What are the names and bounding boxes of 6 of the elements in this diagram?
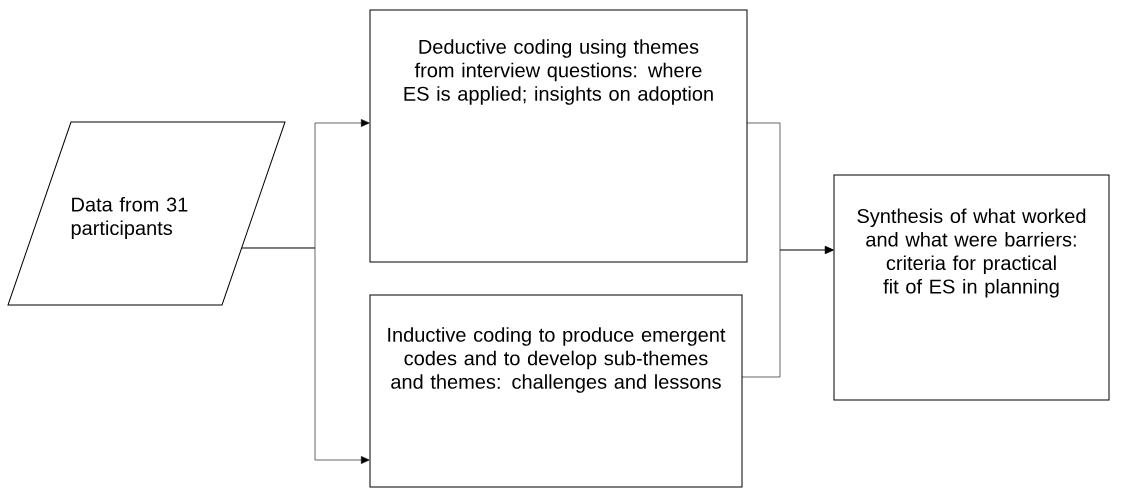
arrow — [741, 246, 834, 378]
data-parallelogram: Data from 31 participants — [7, 121, 286, 306]
process-box: Deductive coding using themes from interview questions: where ES is applied; insights on adoption — [369, 9, 748, 263]
process-box: Inductive coding to produce emergent codes and to develop sub-themes and themes: challenges and lessons — [369, 294, 743, 488]
arrow — [241, 247, 370, 464]
process-box: Synthesis of what worked and what were barriers: criteria for practical fit of ES in planning — [833, 174, 1110, 401]
